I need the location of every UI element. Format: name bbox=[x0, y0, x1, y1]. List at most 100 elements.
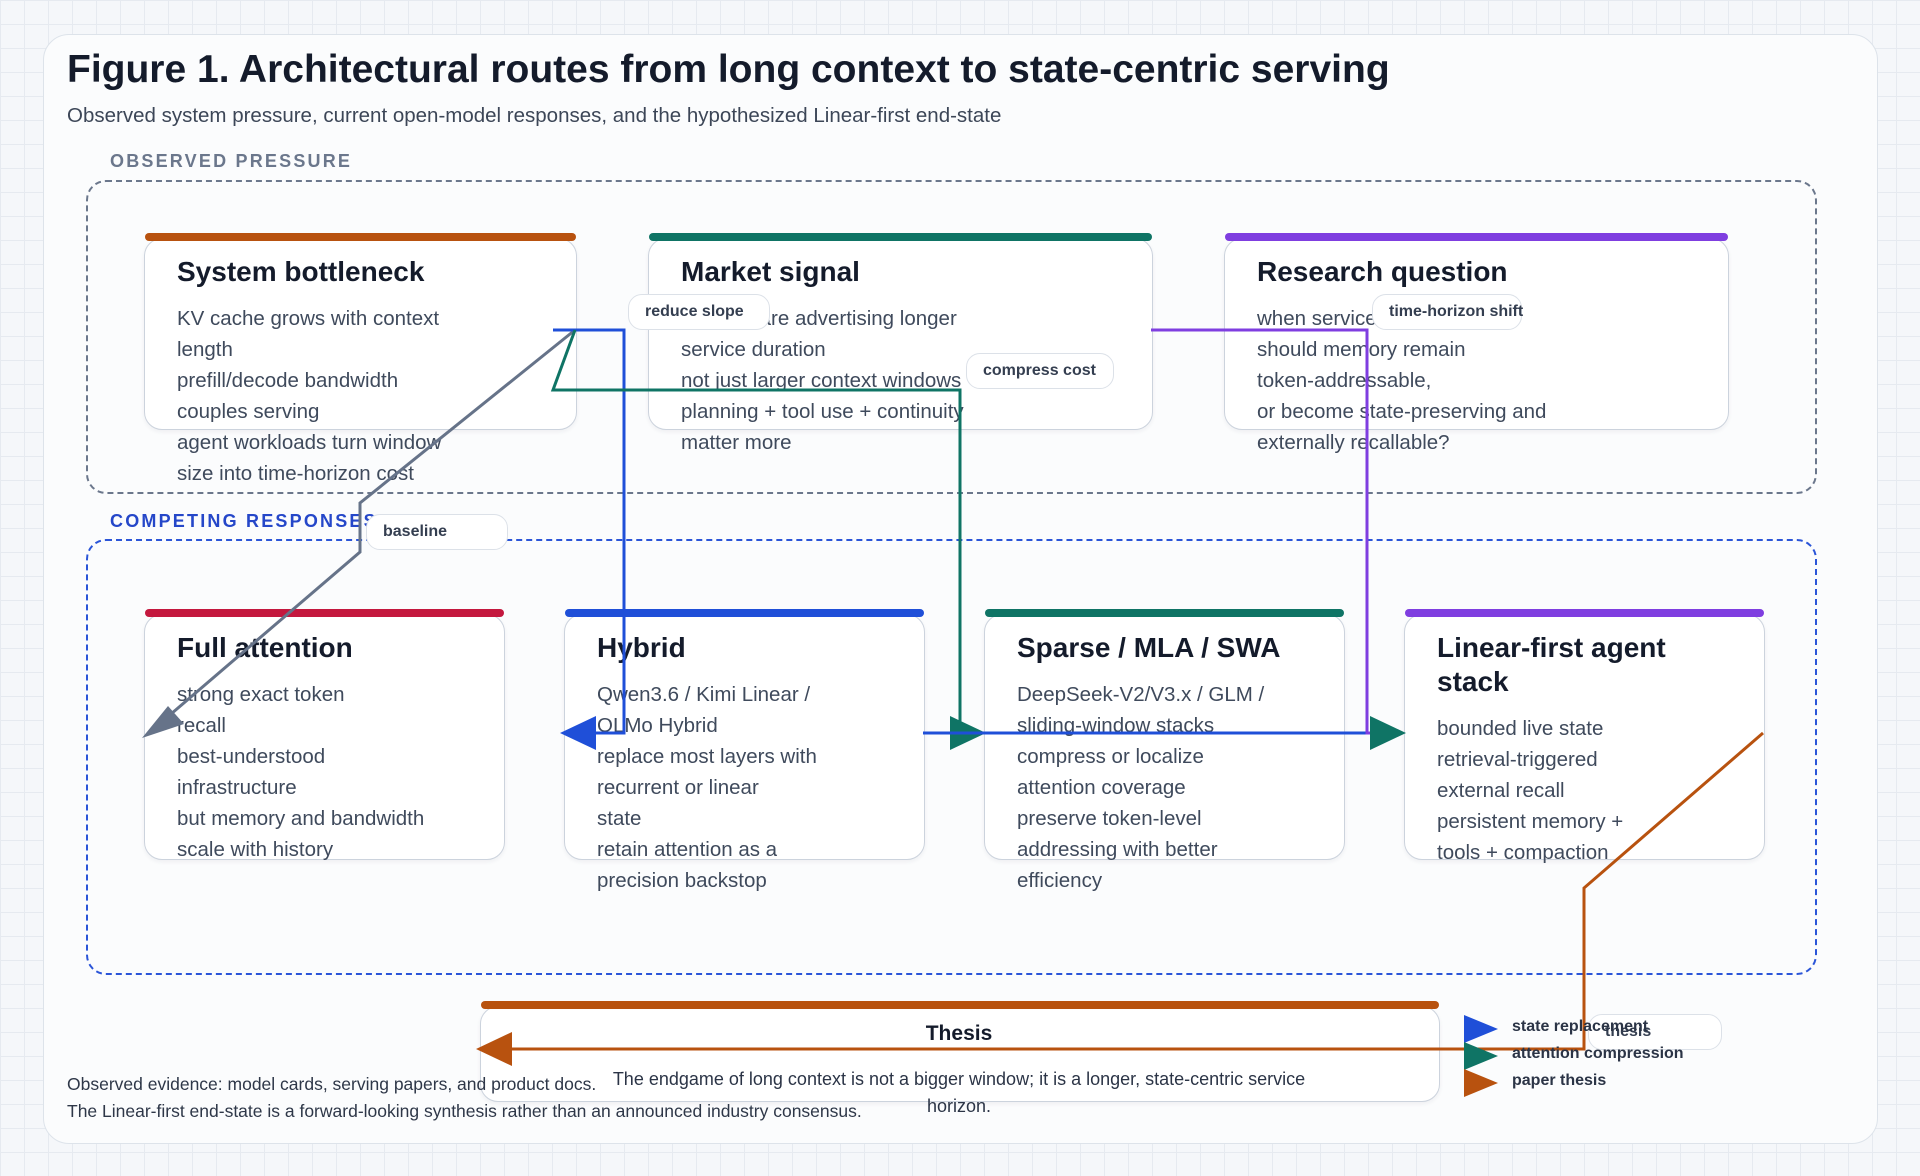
footnote: Observed evidence: model cards, serving … bbox=[67, 1071, 862, 1125]
card-line: agent workloads turn window bbox=[177, 431, 442, 454]
card-lines: bounded live state retrieval-triggered e… bbox=[1437, 713, 1623, 868]
card-lines: Qwen3.6 / Kimi Linear / OLMo Hybrid repl… bbox=[597, 679, 817, 896]
card-line: preserve token-level bbox=[1017, 807, 1202, 830]
legend-label: attention compression bbox=[1512, 1045, 1684, 1062]
card-line: OLMo Hybrid bbox=[597, 714, 718, 737]
card-line: DeepSeek-V2/V3.x / GLM / bbox=[1017, 683, 1265, 706]
card-title: Full attention bbox=[177, 632, 353, 663]
card-line: not just larger context windows bbox=[681, 369, 962, 392]
card-line: precision backstop bbox=[597, 869, 767, 892]
group-label-competing-responses: COMPETING RESPONSES bbox=[110, 511, 378, 531]
card-line: external recall bbox=[1437, 779, 1565, 802]
card-line: persistent memory + bbox=[1437, 810, 1624, 833]
card-line: best-understood bbox=[177, 745, 326, 768]
card-line: should memory remain bbox=[1257, 338, 1466, 361]
card-title: Sparse / MLA / SWA bbox=[1017, 632, 1281, 663]
card-line: service duration bbox=[681, 338, 826, 361]
card-line: strong exact token bbox=[177, 683, 345, 706]
edge-time-horizon-arrowhead bbox=[1370, 716, 1406, 750]
card-line: compress or localize bbox=[1017, 745, 1204, 768]
card-line: attention coverage bbox=[1017, 776, 1186, 799]
card-lines: strong exact token recall best-understoo… bbox=[177, 679, 424, 865]
edge-baseline bbox=[149, 328, 576, 734]
card-line: Qwen3.6 / Kimi Linear / bbox=[597, 683, 811, 706]
group-competing-responses bbox=[86, 539, 1817, 975]
edge-thesis-arrowhead bbox=[476, 1032, 512, 1066]
card-line: but memory and bandwidth bbox=[177, 807, 425, 830]
card-title: Hybrid bbox=[597, 632, 686, 663]
card-accent-bar bbox=[565, 609, 924, 617]
edge-label-reduce-slope: reduce slope bbox=[628, 294, 770, 330]
edge-label-thesis: thesis bbox=[1588, 1014, 1722, 1050]
card-title-line: stack bbox=[1437, 666, 1509, 697]
card-line: retrieval-triggered bbox=[1437, 748, 1598, 771]
group-label-observed-pressure: OBSERVED PRESSURE bbox=[110, 151, 353, 171]
card-full-attention: Full attention strong exact token recall… bbox=[144, 609, 505, 861]
legend-swatch bbox=[1464, 1069, 1498, 1097]
edge-time-horizon-shift bbox=[1151, 328, 1372, 735]
card-line: efficiency bbox=[1017, 869, 1103, 892]
card-thesis bbox=[480, 1001, 1440, 1102]
card-accent-bar bbox=[985, 609, 1344, 617]
footnote-line: The Linear-first end-state is a forward-… bbox=[67, 1101, 862, 1121]
edge-label-time-horizon-shift: time-horizon shift bbox=[1372, 294, 1523, 330]
card-line: length bbox=[177, 338, 233, 361]
card-line: or become state-preserving and bbox=[1257, 400, 1547, 423]
card-title-line: Linear-first agent bbox=[1437, 632, 1666, 663]
card-linear-first-agent-stack: Linear-first agent stack bounded live st… bbox=[1404, 609, 1765, 864]
card-line: externally recallable? bbox=[1257, 431, 1450, 454]
legend-label: state replacement bbox=[1512, 1018, 1649, 1035]
card-line: tools + compaction bbox=[1437, 841, 1609, 864]
edge-compress-cost bbox=[550, 329, 962, 735]
card-system-bottleneck: System bottleneck KV cache grows with co… bbox=[144, 233, 577, 485]
card-title: Market signal bbox=[681, 256, 860, 287]
card-research-question: Research question when service horizon g… bbox=[1224, 233, 1729, 454]
card-line: scale with history bbox=[177, 838, 334, 861]
card-accent-bar bbox=[145, 233, 576, 241]
figure-title: Figure 1. Architectural routes from long… bbox=[67, 48, 1390, 91]
thesis-body: The endgame of long context is not a big… bbox=[612, 1069, 1306, 1116]
edge-reduce-slope-arrowhead bbox=[560, 716, 596, 750]
legend-swatch bbox=[1464, 1042, 1498, 1070]
card-accent-bar bbox=[481, 1001, 1439, 1009]
card-accent-bar bbox=[1225, 233, 1728, 241]
card-line: addressing with better bbox=[1017, 838, 1218, 861]
card-lines: DeepSeek-V2/V3.x / GLM / sliding-window … bbox=[1017, 679, 1264, 896]
card-line: recurrent or linear bbox=[597, 776, 759, 799]
footnote-line: Observed evidence: model cards, serving … bbox=[67, 1074, 597, 1094]
card-line: planning + tool use + continuity bbox=[681, 400, 964, 423]
card-line: sliding-window stacks bbox=[1017, 714, 1215, 737]
card-line: infrastructure bbox=[177, 776, 297, 799]
edge-reduce-slope bbox=[553, 328, 626, 735]
card-line: token-addressable, bbox=[1257, 369, 1432, 392]
figure-subtitle: Observed system pressure, current open-m… bbox=[67, 104, 1002, 127]
card-lines: KV cache grows with context length prefi… bbox=[177, 303, 441, 489]
legend-label: paper thesis bbox=[1512, 1072, 1607, 1089]
edge-baseline-arrowhead bbox=[142, 706, 184, 738]
card-sparse-mla-swa: Sparse / MLA / SWA DeepSeek-V2/V3.x / GL… bbox=[984, 609, 1345, 892]
card-line: size into time-horizon cost bbox=[177, 462, 414, 485]
card-title: System bottleneck bbox=[177, 256, 425, 287]
card-line: prefill/decode bandwidth bbox=[177, 369, 399, 392]
legend-swatch bbox=[1464, 1015, 1498, 1043]
card-line: couples serving bbox=[177, 400, 320, 423]
card-accent-bar bbox=[1405, 609, 1764, 617]
card-title: Research question bbox=[1257, 256, 1508, 287]
card-line: replace most layers with bbox=[597, 745, 817, 768]
edge-label-compress-cost: compress cost bbox=[966, 353, 1114, 389]
card-accent-bar bbox=[145, 609, 504, 617]
edge-label-baseline: baseline bbox=[366, 514, 508, 550]
card-accent-bar bbox=[649, 233, 1152, 241]
card-lines: when service horizon grows, should memor… bbox=[1257, 303, 1546, 458]
card-line: KV cache grows with context bbox=[177, 307, 440, 330]
card-line: recall bbox=[177, 714, 226, 737]
edge-thesis bbox=[508, 731, 1764, 1051]
card-line: state bbox=[597, 807, 642, 830]
card-line: bounded live state bbox=[1437, 717, 1604, 740]
card-title: Linear-first agent stack bbox=[1437, 631, 1666, 699]
card-line: retain attention as a bbox=[597, 838, 778, 861]
thesis-title: Thesis bbox=[925, 1022, 993, 1045]
card-line: matter more bbox=[681, 431, 792, 454]
group-observed-pressure bbox=[86, 180, 1817, 494]
